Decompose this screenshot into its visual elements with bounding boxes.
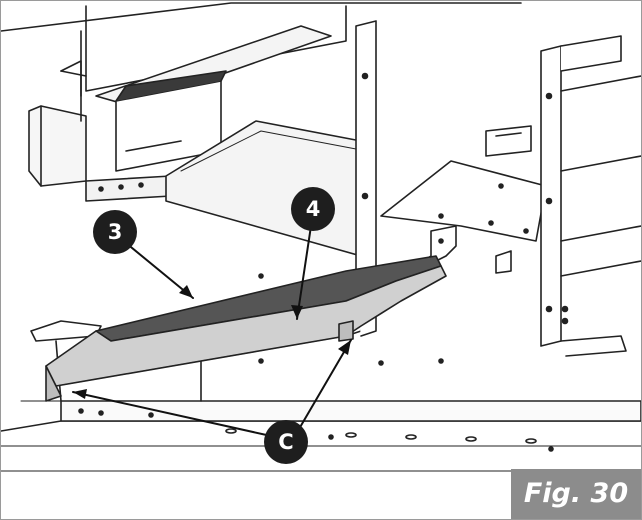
callout-c: C <box>264 420 308 464</box>
callout-circle-c <box>264 420 308 464</box>
right-frame <box>540 35 641 357</box>
leader-line-4 <box>296 225 312 320</box>
part-4-shelf <box>45 265 447 402</box>
callout-4: 4 <box>291 187 335 231</box>
callout-label-4: 4 <box>306 197 321 221</box>
container-box <box>85 70 227 202</box>
leader-lines <box>72 225 352 437</box>
callout-label-c: C <box>278 430 293 454</box>
callout-3: 3 <box>93 210 137 254</box>
callout-label-3: 3 <box>108 220 123 244</box>
callout-circle-3 <box>93 210 137 254</box>
bottom-rail <box>55 273 641 452</box>
arrowhead-c-right <box>338 340 351 355</box>
control-board <box>380 125 547 274</box>
leader-line-c-right <box>298 339 352 430</box>
arrowhead-c-left <box>73 389 87 399</box>
arrowhead-3 <box>179 285 193 298</box>
left-bracket <box>28 60 87 187</box>
callout-circle-4 <box>291 187 335 231</box>
leader-line-c-left <box>72 391 272 437</box>
center-post <box>355 20 377 297</box>
leader-line-3 <box>125 242 194 299</box>
figure-label: Fig. 30 <box>511 469 641 519</box>
arrowhead-4 <box>291 305 303 319</box>
